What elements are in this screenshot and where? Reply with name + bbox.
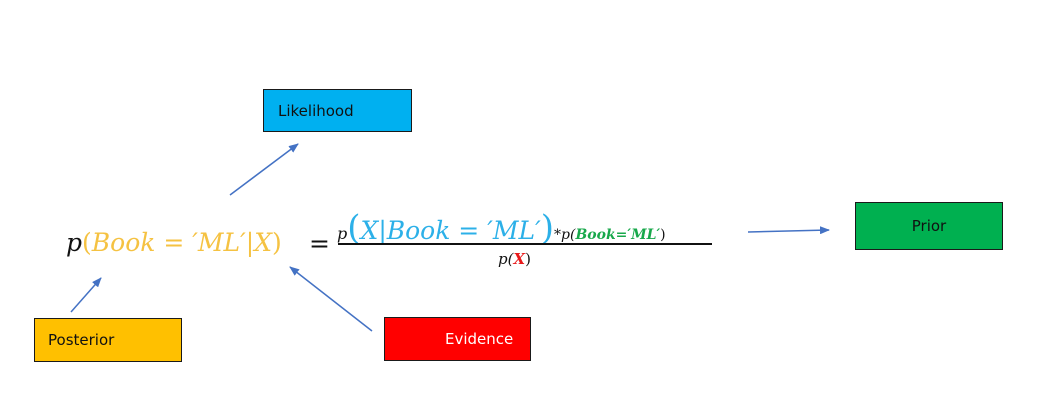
- evidence-arrow: [289, 266, 373, 332]
- posterior-arrow: [70, 277, 102, 313]
- evidence-label: Evidence: [445, 330, 514, 348]
- denominator-p: p(: [498, 250, 514, 268]
- posterior-label-box: Posterior: [34, 318, 182, 362]
- prior-term: Book=′ML′: [575, 227, 661, 243]
- likelihood-term: X|Book = ′ML′: [360, 216, 541, 245]
- posterior-label: Posterior: [48, 331, 115, 349]
- prior-close-paren: ): [660, 227, 666, 243]
- prior-p: p(: [561, 227, 576, 243]
- prior-label: Prior: [911, 217, 947, 235]
- multiply-sign: *: [554, 227, 562, 243]
- equals-sign: =: [309, 229, 330, 258]
- likelihood-label: Likelihood: [278, 101, 354, 120]
- fraction-bar: [338, 243, 712, 245]
- numerator-expression: p(X|Book = ′ML′)*p(Book=′ML′): [337, 208, 666, 248]
- lhs-close-paren: ): [272, 228, 282, 257]
- prior-arrow: [747, 226, 830, 235]
- prior-label-box: Prior: [855, 202, 1003, 250]
- lhs-p: p: [66, 228, 83, 257]
- evidence-expression: p(X): [498, 250, 531, 268]
- evidence-label-box: Evidence: [384, 317, 531, 361]
- denominator-close-paren: ): [525, 250, 531, 268]
- lhs-body: Book = ′ML′|X: [91, 228, 273, 257]
- posterior-expression: p(Book = ′ML′|X): [66, 228, 282, 257]
- likelihood-arrow: [229, 143, 299, 196]
- numerator-p: p: [337, 224, 348, 243]
- numerator-close-paren: ): [540, 208, 555, 248]
- lhs-open-paren: (: [82, 228, 92, 257]
- likelihood-label-box: Likelihood: [263, 89, 412, 132]
- numerator-open-paren: (: [347, 208, 361, 248]
- evidence-term: X: [513, 250, 526, 268]
